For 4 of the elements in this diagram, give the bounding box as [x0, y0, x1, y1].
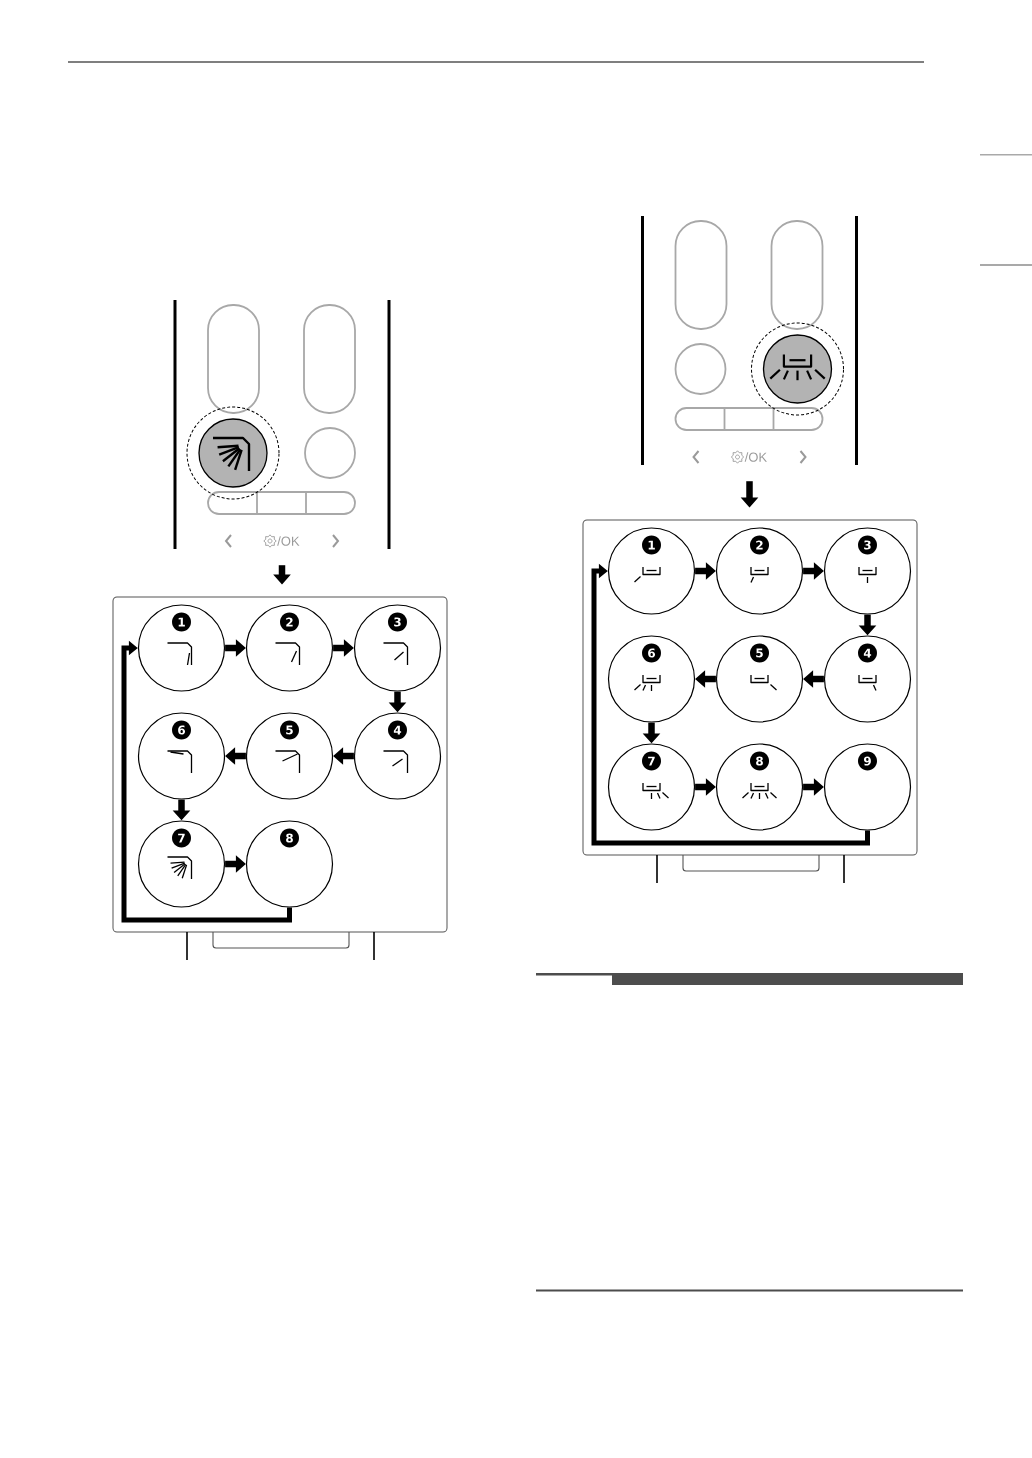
sequence-panel	[112, 596, 448, 933]
button-label: /OK	[277, 536, 300, 546]
sequence-panel	[582, 519, 918, 856]
button-label: /OK	[744, 452, 767, 462]
